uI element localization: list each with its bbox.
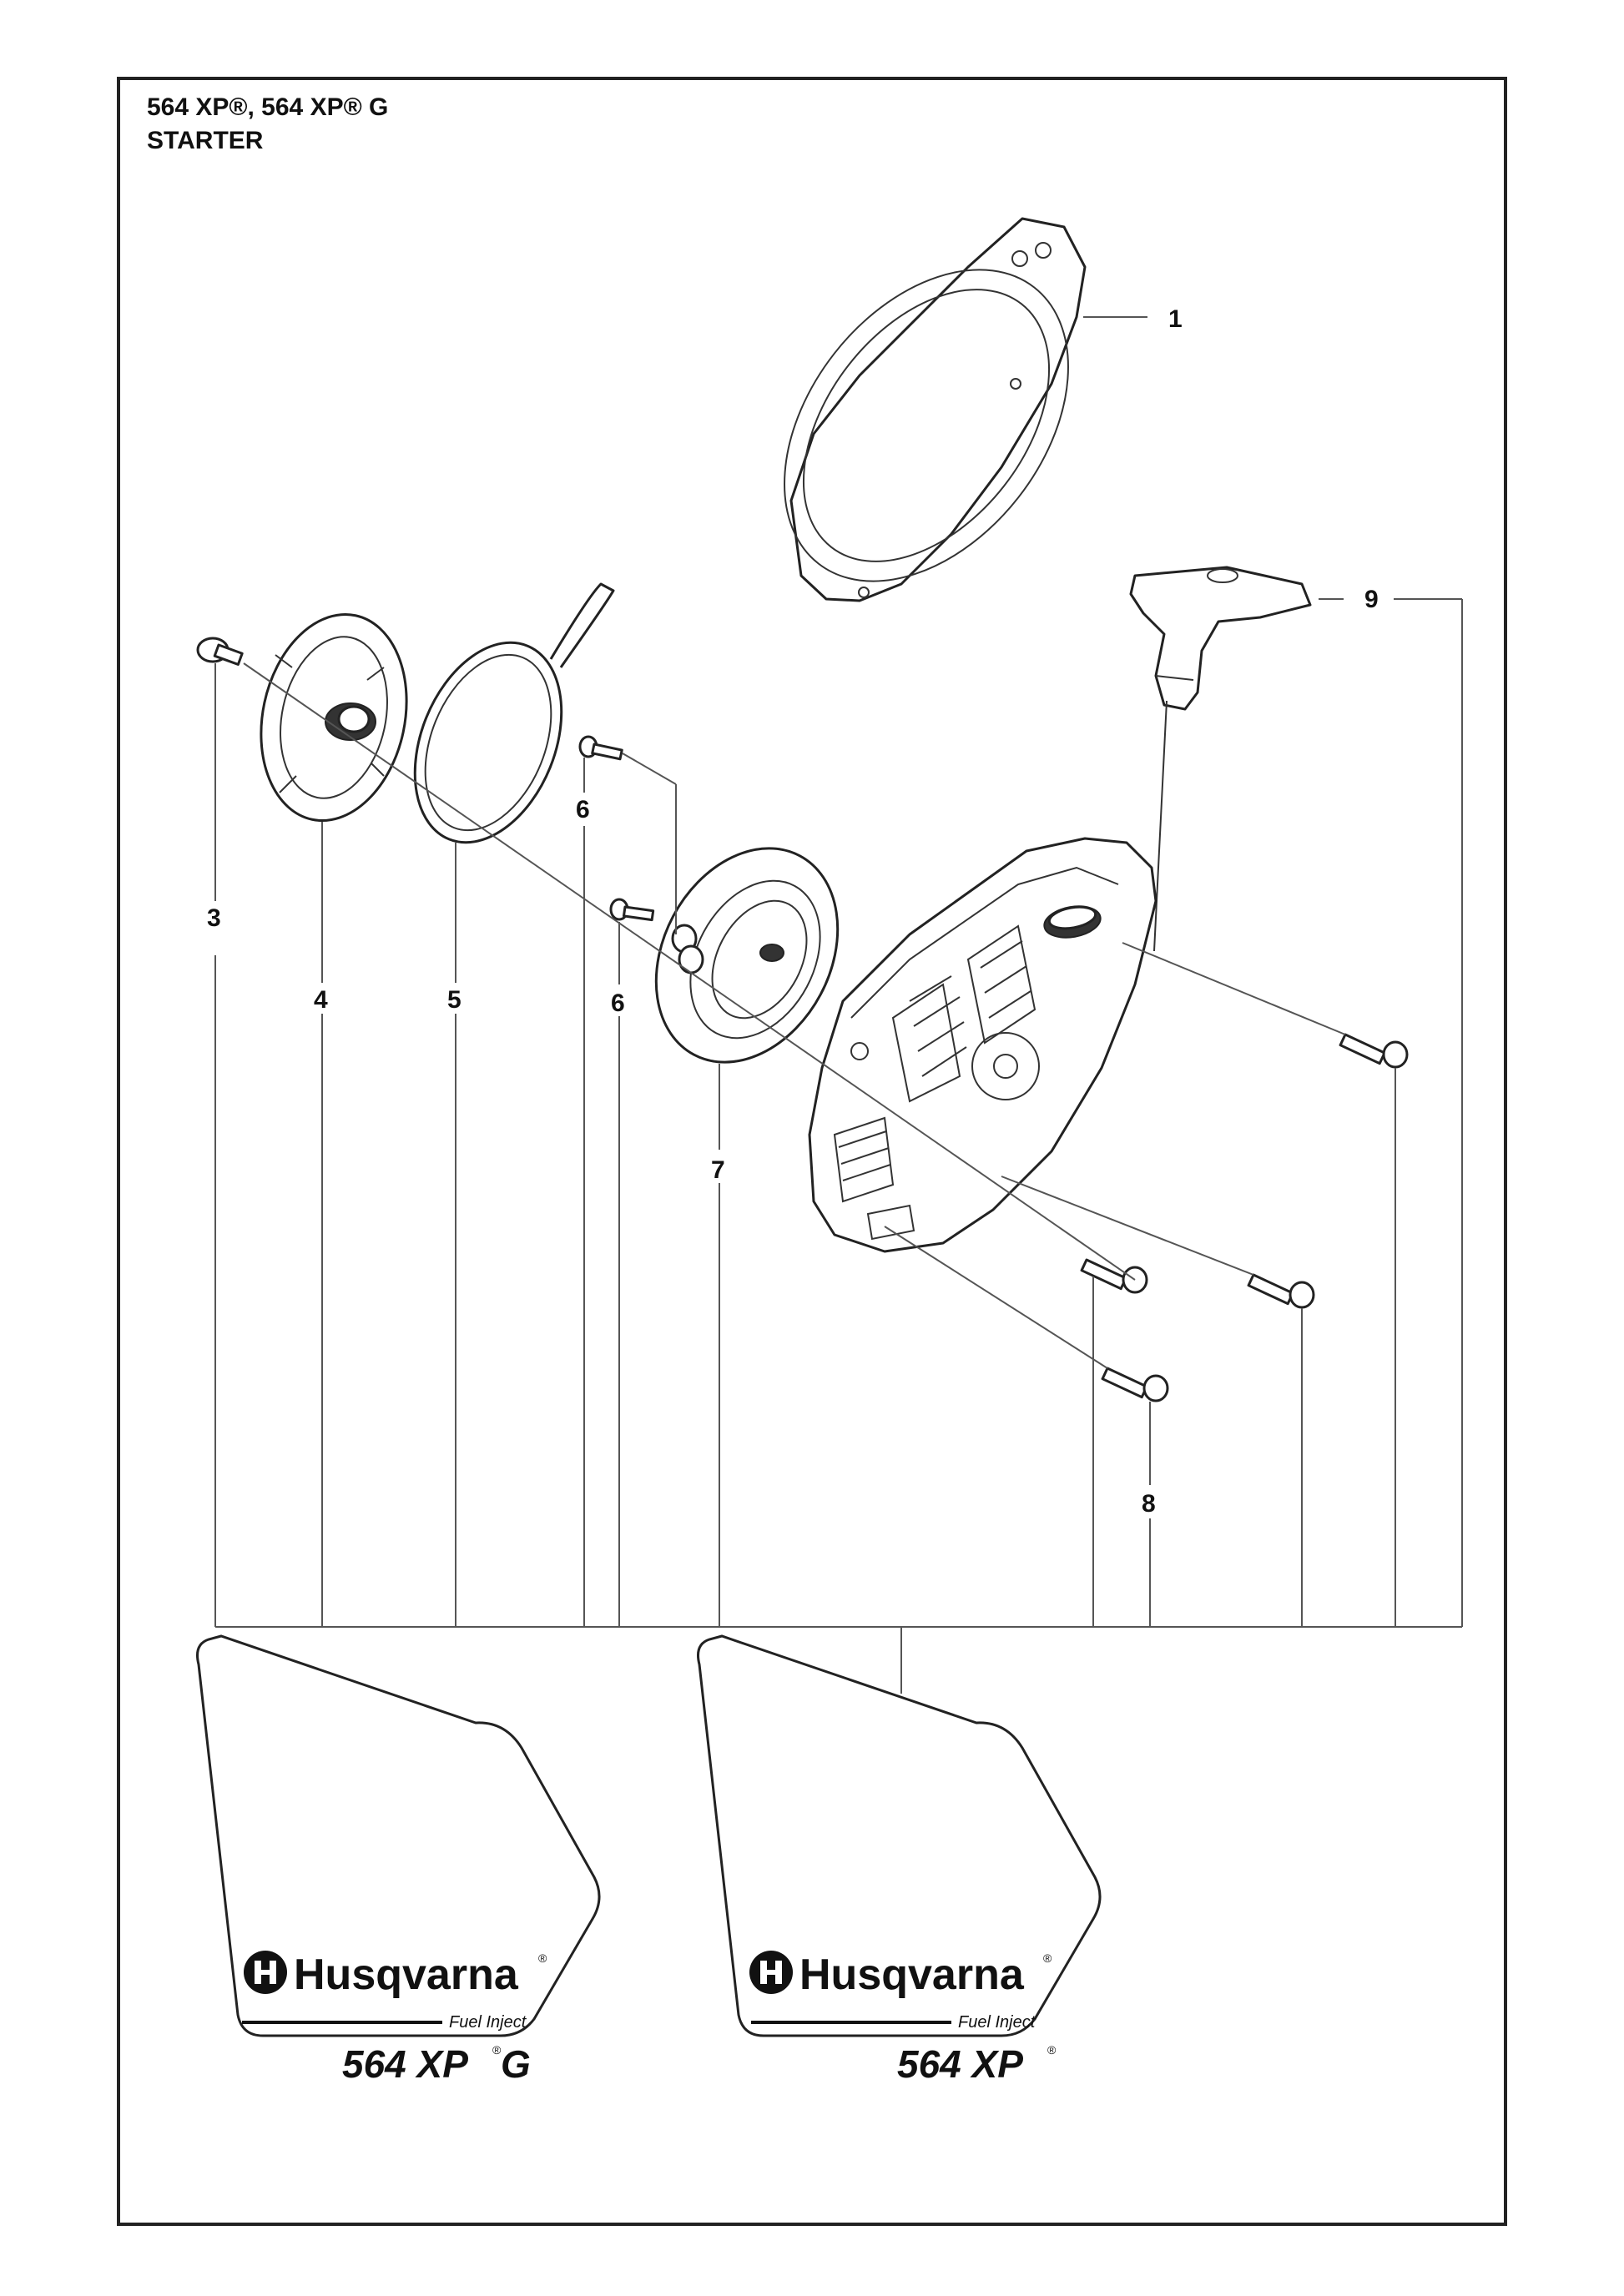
decal-left: Husqvarna ® Fuel Inject 564 XP ® G (196, 1634, 601, 2086)
decal-left-brand-reg: ® (538, 1951, 547, 1965)
callout-leaders (214, 316, 1463, 1872)
part-spring-cassette (654, 847, 840, 1064)
callout-1: 1 (1168, 305, 1183, 333)
decal-right-model: 564 XP (897, 2042, 1023, 2086)
callout-7: 7 (711, 1156, 725, 1184)
decal-left-model: 564 XP (342, 2042, 468, 2086)
part-starter-housing (808, 837, 1157, 1253)
screw-low (1101, 1367, 1169, 1402)
decal-left-brand: Husqvarna (294, 1951, 519, 1999)
decal-left-suffix: G (501, 2042, 531, 2086)
screw-upper-right (1339, 1033, 1409, 1069)
callout-9: 9 (1364, 586, 1379, 613)
part-starter-cover (784, 217, 1087, 602)
drawing-frame (117, 77, 1507, 2226)
screw-mid-right (1247, 1273, 1315, 1309)
decal-left-tagline: Fuel Inject (449, 2013, 527, 2032)
callout-6-lower: 6 (611, 989, 625, 1017)
decal-right-brand-reg: ® (1043, 1951, 1052, 1965)
callout-3: 3 (207, 904, 221, 932)
part-screw-6b (609, 898, 655, 922)
part-starter-handle (1129, 566, 1312, 952)
decal-left-model-reg: ® (492, 2043, 502, 2057)
callout-5: 5 (447, 986, 461, 1014)
assembly-lines (243, 662, 1346, 1369)
part-housing-screws (1080, 1033, 1409, 1402)
callout-8: 8 (1142, 1490, 1156, 1518)
husqvarna-logo-right (749, 1951, 793, 1994)
part-screw-3 (196, 637, 244, 666)
callout-6-upper: 6 (576, 796, 590, 823)
husqvarna-logo-left (244, 1951, 287, 1994)
page-subtitle: STARTER (147, 127, 264, 154)
decal-right-brand: Husqvarna (799, 1951, 1025, 1999)
part-recoil-spring (413, 582, 615, 844)
decal-right: Husqvarna ® Fuel Inject 564 XP ® (697, 1634, 1102, 2086)
decal-right-tagline: Fuel Inject (958, 2013, 1036, 2032)
decal-right-model-reg: ® (1047, 2043, 1057, 2057)
callout-4: 4 (314, 986, 328, 1014)
page-title: 564 XP®, 564 XP® G (147, 93, 389, 121)
part-starter-pulley (260, 612, 408, 823)
callout-numbers: 1 2 3 4 5 6 6 7 8 9 10 10 (207, 305, 1379, 1815)
part-screw-6a (578, 735, 623, 761)
